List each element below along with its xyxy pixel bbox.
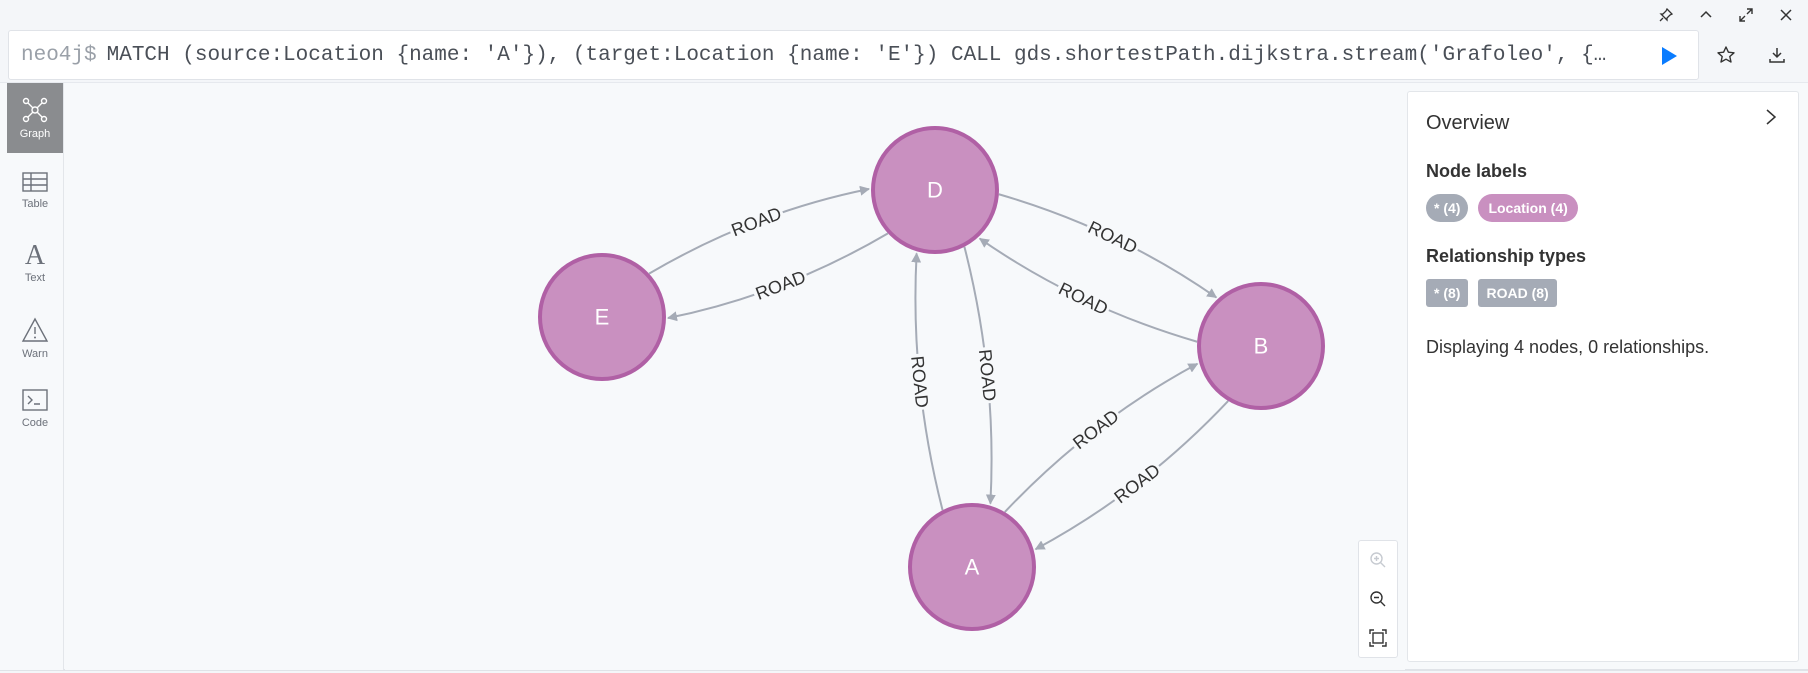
overview-title: Overview: [1426, 112, 1510, 134]
zoom-out-icon: [1370, 591, 1386, 607]
table-icon: [22, 172, 48, 192]
relationship-types-heading: Relationship types: [1426, 246, 1587, 266]
relationship-label: ROAD: [1053, 276, 1114, 321]
svg-text:A: A: [25, 240, 46, 268]
relationship-label: ROAD: [905, 352, 934, 411]
warn-icon: [21, 317, 49, 342]
sidebar-item-graph[interactable]: Graph: [7, 83, 63, 153]
svg-text:ROAD: ROAD: [753, 267, 809, 304]
relationship-label: ROAD: [1066, 403, 1125, 456]
sidebar-item-label: Graph: [19, 128, 51, 140]
text-icon: A: [25, 240, 46, 268]
node-caption: E: [595, 305, 610, 330]
zoom-in-icon: [1370, 552, 1386, 568]
sidebar-item-label: Text: [24, 272, 46, 284]
relationship-label: ROAD: [973, 346, 1002, 405]
collapse-panel-button[interactable]: [1760, 106, 1782, 128]
sidebar-item-label: Table: [21, 198, 49, 210]
result-frame: Graph Table A Text Warn: [0, 82, 1808, 671]
chevron-up-icon[interactable]: [1696, 5, 1716, 25]
sidebar-item-table[interactable]: Table: [7, 155, 63, 225]
svg-text:ROAD: ROAD: [729, 203, 785, 240]
run-query-button[interactable]: [1656, 43, 1682, 69]
node-caption: A: [965, 555, 980, 580]
query-editor[interactable]: neo4j$ MATCH (source:Location {name: 'A'…: [8, 30, 1699, 80]
window-controls: [1656, 4, 1796, 26]
node-label-chip-all[interactable]: * (4): [1426, 194, 1469, 222]
svg-text:ROAD: ROAD: [1056, 278, 1112, 318]
graph-node-d[interactable]: D: [871, 126, 999, 254]
node-labels-heading: Node labels: [1426, 161, 1528, 181]
overview-panel: Overview Node labels * (4) Location (4) …: [1407, 91, 1799, 662]
svg-text:ROAD: ROAD: [1085, 217, 1141, 257]
node-label-chips: * (4) Location (4): [1426, 194, 1780, 222]
close-icon[interactable]: [1776, 5, 1796, 25]
pin-icon[interactable]: [1656, 5, 1676, 25]
graph-canvas[interactable]: ROAD ROAD ROAD ROAD ROAD ROAD ROAD ROAD D E B A: [65, 83, 1405, 670]
relationship-label: ROAD: [1108, 457, 1167, 510]
graph-node-a[interactable]: A: [908, 503, 1036, 631]
sidebar-item-label: Warn: [22, 348, 48, 360]
fit-screen-icon: [1369, 628, 1387, 647]
download-button[interactable]: [1764, 42, 1790, 68]
query-text[interactable]: MATCH (source:Location {name: 'A'}), (ta…: [106, 43, 1617, 67]
relationship-type-chips: * (8) ROAD (8): [1426, 279, 1780, 307]
relationship-chip-road[interactable]: ROAD (8): [1478, 279, 1557, 307]
zoom-controls: [1358, 540, 1398, 658]
star-icon: [1717, 46, 1735, 63]
play-icon: [1662, 47, 1677, 65]
relationship-label: ROAD: [750, 265, 811, 306]
relationship-label: ROAD: [1082, 215, 1143, 260]
node-caption: B: [1254, 334, 1269, 359]
zoom-out-button[interactable]: [1366, 587, 1390, 611]
node-label-chip-location[interactable]: Location (4): [1478, 194, 1578, 222]
fit-to-screen-button[interactable]: [1366, 626, 1390, 650]
sidebar-item-warn[interactable]: Warn: [7, 303, 63, 373]
overview-status: Displaying 4 nodes, 0 relationships.: [1426, 337, 1710, 357]
sidebar-item-text[interactable]: A Text: [7, 227, 63, 297]
graph-visualization: ROAD ROAD ROAD ROAD ROAD ROAD ROAD ROAD D E B A: [538, 126, 1325, 631]
code-icon: [22, 389, 48, 411]
download-icon: [1769, 48, 1785, 63]
svg-text:ROAD: ROAD: [1069, 406, 1122, 453]
chevron-right-icon: [1766, 109, 1777, 125]
expand-icon[interactable]: [1736, 5, 1756, 25]
favorite-button[interactable]: [1713, 42, 1739, 68]
view-sidebar: Graph Table A Text Warn: [0, 83, 64, 670]
graph-node-e[interactable]: E: [538, 253, 666, 381]
graph-node-b[interactable]: B: [1197, 282, 1325, 410]
relationship-chip-all[interactable]: * (8): [1426, 279, 1469, 307]
graph-icon: [22, 97, 48, 123]
svg-text:ROAD: ROAD: [1110, 460, 1163, 507]
node-caption: D: [927, 178, 943, 203]
zoom-in-button[interactable]: [1366, 548, 1390, 572]
relationship-label: ROAD: [726, 201, 787, 242]
sidebar-item-label: Code: [21, 417, 49, 429]
query-prompt: neo4j$: [21, 43, 97, 67]
sidebar-item-code[interactable]: Code: [7, 373, 63, 443]
